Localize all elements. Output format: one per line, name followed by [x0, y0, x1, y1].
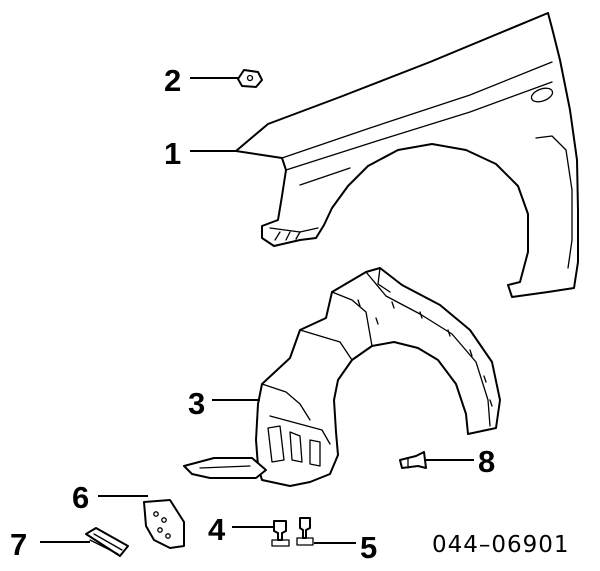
- push-clip: [399, 451, 427, 469]
- fender-liner: [183, 267, 501, 487]
- screw-5: [296, 517, 314, 546]
- screw-4: [271, 520, 290, 547]
- callout-2: 2: [164, 63, 181, 98]
- seal-strip: [85, 527, 129, 557]
- callout-6: 6: [72, 480, 89, 515]
- callout-1: 1: [164, 136, 181, 171]
- callout-4: 4: [208, 512, 226, 547]
- callout-3: 3: [188, 386, 205, 421]
- mud-flap: [143, 499, 185, 549]
- callout-5: 5: [360, 530, 377, 565]
- clip-nut: [237, 69, 263, 88]
- callout-7: 7: [10, 527, 27, 562]
- diagram-code: 044–06901: [432, 532, 570, 558]
- front-fender: [235, 12, 579, 298]
- callout-8: 8: [478, 444, 495, 479]
